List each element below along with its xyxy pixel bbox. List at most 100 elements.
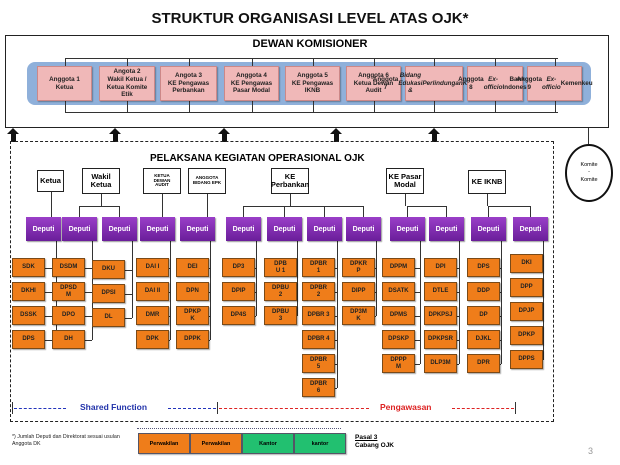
directorate-box: DPPS — [510, 350, 543, 369]
member-bottom-connector — [373, 101, 375, 112]
member-line: Perlindungan — [422, 79, 463, 87]
member-line: Ex-officio — [483, 75, 503, 91]
member-bottom-connector — [495, 101, 496, 112]
unit-head-box: KE Pasar Modal — [386, 168, 424, 194]
up-arrow-icon — [428, 128, 440, 142]
directorate-connector — [125, 294, 132, 295]
directorate-connector — [500, 364, 501, 365]
branch-office-box: Perwakilan — [138, 433, 190, 454]
pasal-label: Pasal 3 Cabang OJK — [355, 434, 394, 451]
directorate-box: DPBR 3 — [302, 306, 335, 325]
arrow-stem — [221, 134, 227, 142]
branch-office-box: Perwakilan — [190, 433, 242, 454]
directorate-box: DJKL — [467, 330, 500, 349]
head-branch-line — [243, 206, 363, 207]
directorate-connector — [500, 340, 501, 341]
unit-head-box: KE Perbankan — [271, 168, 309, 194]
directorate-connector — [209, 268, 210, 269]
cabang-label: Cabang OJK — [355, 442, 395, 450]
arrow-head — [218, 128, 230, 134]
member-line: Bidang Edukasi & — [398, 71, 423, 95]
directorate-box: DPO — [52, 306, 85, 325]
branch-top-line — [137, 428, 341, 429]
deputi-box: Deputi — [429, 217, 464, 241]
deputi-box: Deputi — [62, 217, 97, 241]
directorate-connector — [85, 316, 92, 317]
directorate-box: DPIP — [222, 282, 255, 301]
footnote: *) Jumlah Deputi dan Direktorat sesuai u… — [12, 434, 120, 447]
directorate-box: DPMS — [382, 306, 415, 325]
directorate-box: DTLE — [424, 282, 457, 301]
directorate-box: DPBR 5 — [302, 354, 335, 373]
member-bottom-connector — [434, 101, 435, 112]
directorate-box: DPK — [136, 330, 169, 349]
directorate-connector — [415, 340, 420, 341]
shared-function-line-right — [168, 408, 216, 409]
directorate-connector — [85, 340, 92, 341]
directorate-connector — [45, 316, 56, 317]
directorate-connector — [335, 388, 337, 389]
shared-left-tick — [12, 402, 13, 414]
shared-function-label: Shared Function — [80, 402, 148, 412]
member-bottom-connector — [64, 101, 66, 112]
directorate-box: DPN — [176, 282, 209, 301]
up-arrow-icon — [330, 128, 342, 142]
deputi-connector — [530, 206, 531, 217]
unit-head-box: KE IKNB — [468, 170, 506, 194]
member-box: Anggota 7 Bidang Edukasi & Perlindungan … — [373, 66, 495, 101]
directorate-box: DKI — [510, 254, 543, 273]
deputi-connector — [119, 206, 120, 217]
directorate-connector — [335, 316, 337, 317]
directorate-connector — [169, 316, 170, 317]
directorate-box: DPBU 2 — [264, 282, 297, 301]
directorate-box: DPP — [510, 278, 543, 297]
deputi-box: Deputi — [471, 217, 506, 241]
directorate-connector — [415, 292, 420, 293]
unit-head-box: KETUA DEWAN AUDIT — [143, 168, 181, 194]
deputi-spine — [170, 241, 171, 340]
deputi-box: Deputi — [267, 217, 302, 241]
directorate-box: DPKP — [510, 326, 543, 345]
directorate-connector — [500, 268, 501, 269]
head-branch-line — [79, 206, 119, 207]
deputi-spine — [132, 241, 133, 318]
up-arrow-icon — [109, 128, 121, 142]
member-line: Kemenkeu — [560, 79, 593, 87]
unit-head-box: Wakil Ketua — [82, 168, 120, 194]
pengawasan-line-right — [452, 408, 514, 409]
directorate-box: DAI II — [136, 282, 169, 301]
head-branch-line — [488, 206, 530, 207]
member-top-connector — [495, 58, 496, 66]
member-top-connector — [127, 58, 128, 66]
member-box: Anggota 5 KE Pengawas IKNB — [285, 66, 340, 101]
directorate-box: DPKP K — [176, 306, 209, 325]
deputi-box: Deputi — [140, 217, 175, 241]
deputi-spine — [459, 241, 460, 364]
pelaksana-frame — [10, 141, 554, 422]
directorate-connector — [85, 292, 92, 293]
deputi-connector — [79, 206, 80, 217]
head-connector — [487, 194, 488, 206]
head-connector — [101, 194, 102, 206]
deputi-spine — [256, 241, 257, 316]
directorate-connector — [457, 316, 459, 317]
directorate-connector — [415, 316, 420, 317]
directorate-connector — [125, 318, 132, 319]
page-title: STRUKTUR ORGANISASI LEVEL ATAS OJK* — [151, 10, 469, 27]
deputi-connector — [488, 206, 489, 217]
member-bottom-connector — [554, 101, 556, 112]
directorate-box: DL — [92, 308, 125, 327]
komite-connector — [588, 128, 589, 144]
directorate-box: DP4S — [222, 306, 255, 325]
member-line: Anggota 9 — [516, 75, 542, 91]
head-connector — [207, 194, 208, 217]
deputi-connector — [446, 206, 447, 217]
member-box: Anggota 9 Ex-officio Kemenkeu — [516, 66, 593, 101]
directorate-box: DSDM — [52, 258, 85, 277]
deputi-box: Deputi — [346, 217, 381, 241]
directorate-connector — [169, 340, 170, 341]
directorate-connector — [255, 292, 256, 293]
directorate-box: DKU — [92, 260, 125, 279]
directorate-box: DPR — [467, 354, 500, 373]
unit-head-box: ANGGOTA BIDANG EPK — [188, 168, 226, 194]
